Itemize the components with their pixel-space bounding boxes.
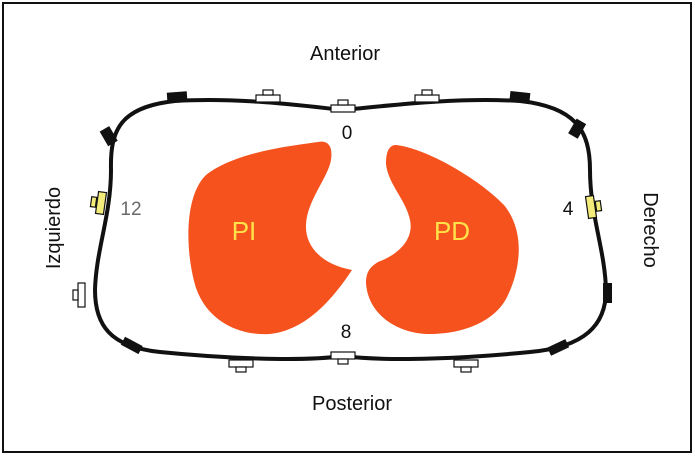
electrode [228,359,254,368]
electrode [330,104,356,113]
electrode-12-cap [89,195,98,208]
electrode [453,359,479,368]
electrode [262,89,274,96]
label-izquierdo: Izquierdo [43,187,65,269]
electrode [568,118,587,139]
electrode [509,90,531,103]
lung-left [188,141,352,335]
electrode-label-8: 8 [341,322,352,343]
electrode [255,94,281,103]
electrode [72,289,79,301]
lung-right [366,145,519,334]
electrode [337,358,349,365]
electrode [166,91,188,102]
electrode [235,366,247,373]
electrode-label-12: 12 [120,199,141,220]
electrode [421,89,433,96]
electrodes-highlighted [89,190,603,220]
electrode-label-0: 0 [342,123,353,144]
electrode [330,351,356,360]
label-derecho: Derecho [639,192,661,268]
electrode-4-cap [594,199,603,212]
electrode [547,339,570,356]
label-anterior: Anterior [310,43,380,65]
electrode [603,283,612,303]
electrode [337,99,349,106]
label-posterior: Posterior [312,393,392,415]
electrodes-inactive [72,89,479,373]
electrode-label-4: 4 [563,199,574,220]
electrode [120,336,143,355]
lung-right-label: PD [434,216,470,246]
electrode [77,282,86,308]
electrode [460,366,472,373]
electrode [414,94,440,103]
electrode [99,126,118,147]
lung-left-label: PI [232,216,257,246]
electrode-12 [94,190,108,216]
electrode-4 [584,194,598,220]
electrodes-active [99,90,612,356]
